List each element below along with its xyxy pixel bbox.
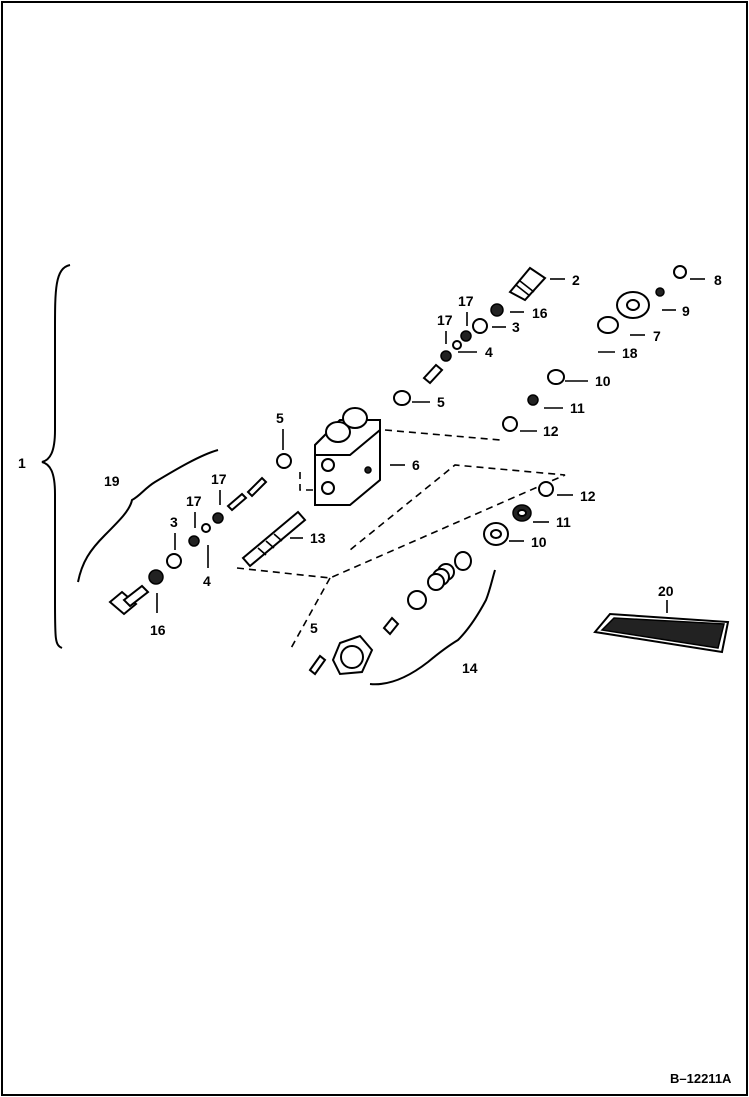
washer-16-upper — [490, 303, 504, 317]
plug-left — [108, 584, 150, 616]
brace-assembly-14 — [369, 569, 496, 686]
callout-3-left: 3 — [170, 514, 178, 530]
oring-12-lower — [538, 481, 554, 497]
callout-14: 14 — [462, 660, 478, 676]
callout-17-left-b: 17 — [186, 493, 202, 509]
brace-assembly-1 — [41, 264, 71, 649]
oring-3-left — [166, 553, 182, 569]
callout-12-upper: 12 — [543, 423, 559, 439]
oring-5-right — [393, 390, 411, 406]
callout-12-lower: 12 — [580, 488, 596, 504]
spring-lower — [427, 563, 455, 591]
callout-13: 13 — [310, 530, 326, 546]
callout-11-upper: 11 — [570, 400, 585, 416]
callout-7: 7 — [653, 328, 661, 344]
ring-11-upper — [527, 394, 539, 406]
callout-15: 5 — [310, 620, 318, 636]
callout-20: 20 — [658, 583, 674, 599]
end-cap — [331, 634, 374, 676]
dashed-assembly-line-upper — [299, 429, 501, 491]
decal — [593, 612, 730, 654]
valve-body — [314, 407, 381, 506]
washer-17-left — [188, 535, 200, 547]
callout-4-left: 4 — [203, 573, 211, 589]
spring-left — [226, 492, 248, 512]
callout-1: 1 — [18, 455, 26, 471]
callout-10-lower: 10 — [531, 534, 547, 550]
cap-7-inner — [626, 299, 640, 311]
spacer-left — [201, 523, 211, 533]
callout-10-upper: 10 — [595, 373, 611, 389]
ring-17-upper-a — [460, 330, 472, 342]
pin-upper — [422, 363, 444, 385]
plug-8 — [673, 265, 687, 279]
callout-6: 6 — [412, 457, 420, 473]
seal-18 — [597, 316, 619, 334]
washer-10-lower-hole — [490, 529, 502, 539]
callout-5-left: 5 — [276, 410, 284, 426]
callout-18: 18 — [622, 345, 638, 361]
callout-4-upper: 4 — [485, 344, 493, 360]
screw-15 — [308, 654, 327, 676]
figure-id: B–12211A — [670, 1071, 732, 1086]
oring-12-upper — [502, 416, 518, 432]
spring-seat — [454, 551, 472, 571]
callout-16-upper: 16 — [532, 305, 548, 321]
ring-17-left — [212, 512, 224, 524]
washer-16-left — [148, 569, 164, 585]
callout-3-upper: 3 — [512, 319, 520, 335]
dashed-assembly-line-lower — [236, 464, 566, 579]
spring-retainer — [407, 590, 427, 610]
pin-left — [246, 476, 268, 498]
dashed-assembly-line-bottom — [289, 577, 331, 651]
callout-17-upper-b: 17 — [437, 312, 453, 328]
oring-3-upper — [472, 318, 488, 334]
spacer-upper — [452, 340, 462, 350]
oring-5-left — [276, 453, 292, 469]
callout-17-upper-a: 17 — [458, 293, 474, 309]
callout-9: 9 — [682, 303, 690, 319]
callout-16-left: 16 — [150, 622, 166, 638]
relief-cartridge — [508, 266, 547, 302]
bolt-lower — [382, 616, 400, 636]
callout-8: 8 — [714, 272, 722, 288]
callout-2: 2 — [572, 272, 580, 288]
ring-17-upper-b — [440, 350, 452, 362]
ball-9 — [655, 287, 665, 297]
callout-11-lower: 11 — [556, 514, 571, 530]
brace-assembly-19 — [77, 449, 219, 583]
callout-19: 19 — [104, 473, 120, 489]
callout-17-left-a: 17 — [211, 471, 227, 487]
washer-10-upper — [547, 369, 565, 385]
spool — [241, 510, 307, 568]
ring-11-lower-hole — [517, 509, 527, 517]
callout-5-right: 5 — [437, 394, 445, 410]
